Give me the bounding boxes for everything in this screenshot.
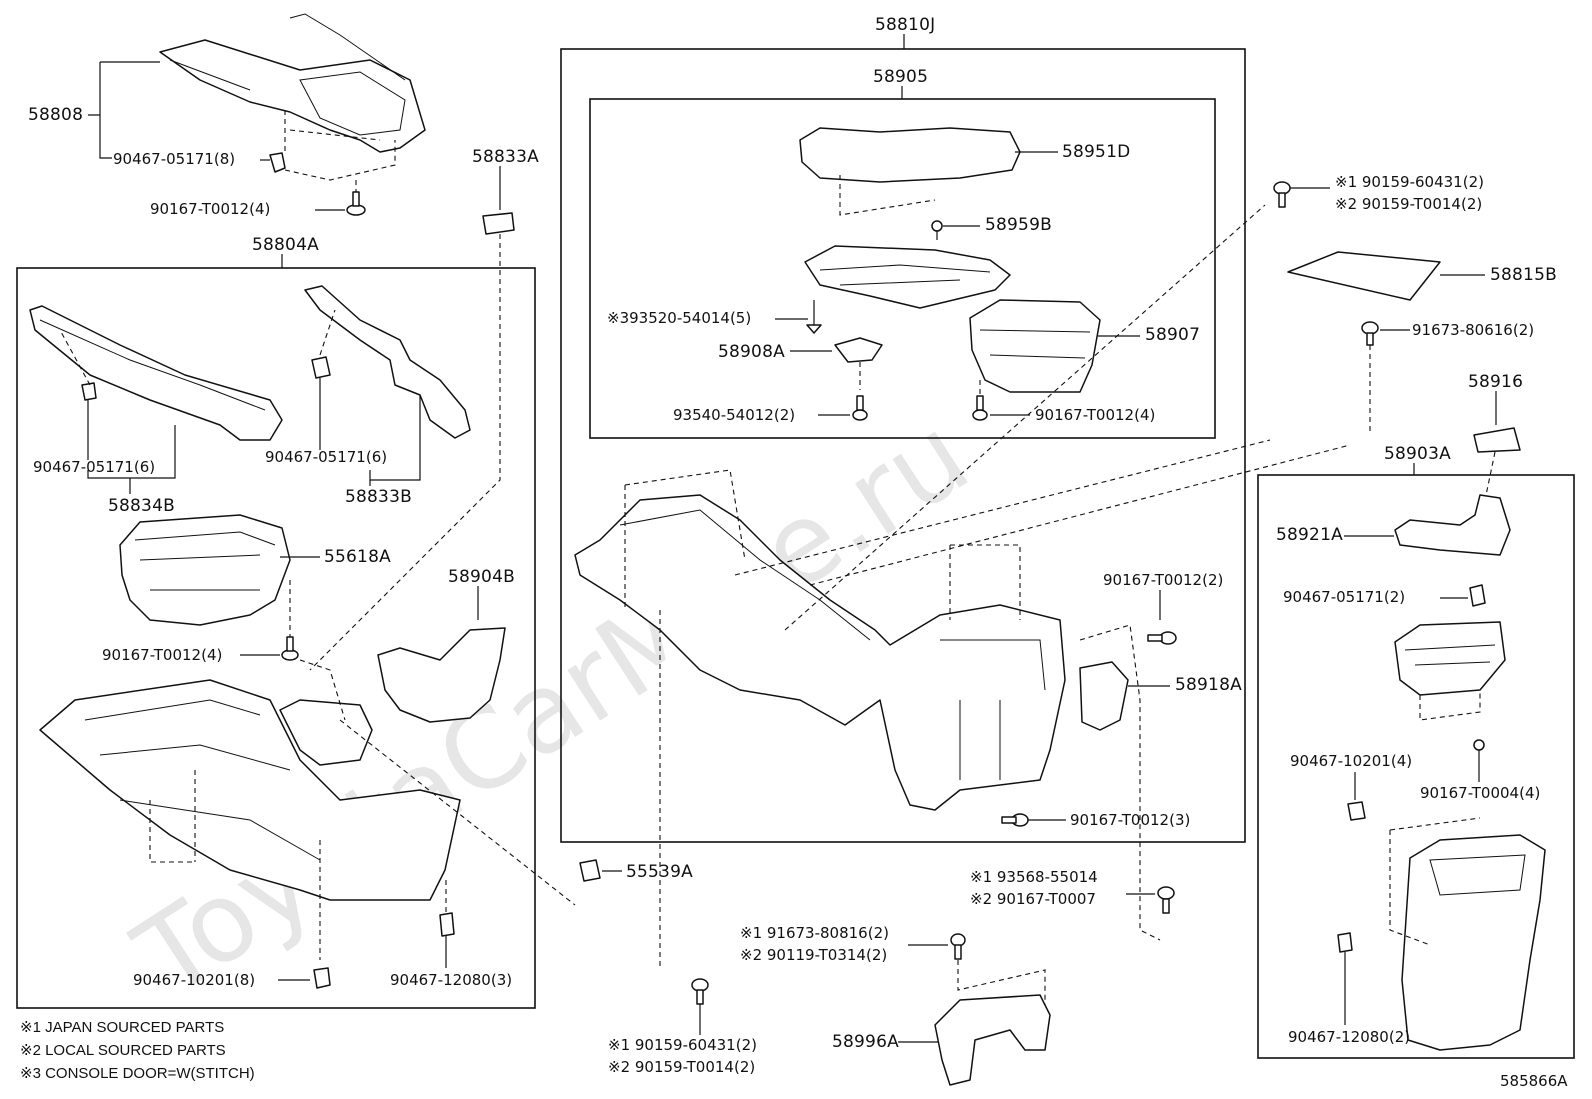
label-55618A-screw: 90167-T0012(4) [102, 646, 222, 664]
label-58951D: 58951D [1062, 142, 1130, 162]
screw-icon [1001, 813, 1029, 827]
box-insert [1394, 621, 1506, 696]
box-assy-55618A [119, 514, 291, 626]
label-90159-top-2: ※2 90159-T0014(2) [1335, 195, 1482, 213]
screw-icon [1273, 181, 1291, 208]
bracket-58996A [934, 994, 1051, 1086]
screw-icon [806, 300, 822, 334]
insert-58916 [1473, 427, 1521, 453]
armrest-pad-58951D [799, 127, 1021, 183]
group-frame-58903A [1257, 474, 1575, 1059]
mat-58904B [377, 627, 506, 723]
label-90467-10201-4: 90467-10201(4) [1290, 752, 1412, 770]
label-90467-10201-8: 90467-10201(8) [133, 971, 255, 989]
label-90119: ※2 90119-T0314(2) [740, 946, 887, 964]
label-90467-05171-2: 90467-05171(2) [1283, 588, 1405, 606]
base-plate [804, 245, 1011, 309]
label-90159-top-1: ※1 90159-60431(2) [1335, 173, 1484, 191]
label-90167-T0012-3: 90167-T0012(3) [1070, 811, 1190, 829]
console-body-58810J [574, 494, 1066, 811]
clip-icon [313, 967, 331, 989]
label-91673-80816: ※1 91673-80816(2) [740, 924, 889, 942]
label-93540: 93540-54012(2) [673, 406, 795, 424]
note-local-sourced: ※2 LOCAL SOURCED PARTS [20, 1042, 226, 1059]
group-title-58804A: 58804A [252, 235, 319, 255]
label-58833B: 58833B [345, 487, 412, 507]
screw-icon [1157, 886, 1175, 914]
label-58808-screw: 90167-T0012(4) [150, 200, 270, 218]
screw-icon [1147, 631, 1177, 645]
bracket-58908A [834, 337, 883, 363]
side-panel-58834B [29, 305, 283, 441]
label-58921A: 58921A [1276, 525, 1343, 545]
label-58918A: 58918A [1175, 675, 1242, 695]
screw-icon [852, 395, 868, 421]
lower-console-58804A [39, 679, 461, 901]
label-58904B: 58904B [448, 567, 515, 587]
clip-icon [1347, 801, 1366, 821]
clip-icon [269, 152, 286, 173]
group-frame-58804A [16, 267, 536, 1009]
screw-icon [931, 220, 943, 240]
clip-icon [1337, 932, 1353, 953]
screw-icon [972, 395, 988, 421]
label-58833B-clip: 90467-05171(6) [265, 448, 387, 466]
label-93520: ※393520-54014(5) [607, 309, 751, 327]
label-55539A: 55539A [626, 862, 693, 882]
side-panel-58833B [304, 285, 471, 439]
label-55618A: 55618A [324, 547, 391, 567]
screw-icon [346, 191, 366, 216]
clip-icon [81, 382, 97, 401]
upper-panel-58808 [159, 39, 426, 153]
screw-icon [1361, 321, 1379, 346]
label-58833A: 58833A [472, 147, 539, 167]
label-91673-80616: 91673-80616(2) [1412, 321, 1534, 339]
label-90167-T0004: 90167-T0004(4) [1420, 784, 1540, 802]
label-58808-clip: 90467-05171(8) [113, 150, 235, 168]
label-58834B-clip: 90467-05171(6) [33, 458, 155, 476]
switch-55539A [579, 859, 601, 882]
label-58908A: 58908A [718, 342, 785, 362]
trim-58921A [1394, 494, 1511, 556]
label-58959B: 58959B [985, 215, 1052, 235]
label-58815B: 58815B [1490, 265, 1557, 285]
group-title-58903A: 58903A [1384, 444, 1451, 464]
label-90167-T0012-4b: 90167-T0012(4) [1035, 406, 1155, 424]
note-console-door: ※3 CONSOLE DOOR=W(STITCH) [20, 1065, 255, 1082]
label-58907: 58907 [1145, 325, 1200, 345]
clip-icon [311, 356, 331, 379]
label-90467-12080-3: 90467-12080(3) [390, 971, 512, 989]
label-93568-1: ※1 93568-55014 [970, 868, 1098, 886]
label-58834B: 58834B [108, 496, 175, 516]
screw-icon [1473, 739, 1485, 765]
screw-icon [691, 978, 709, 1005]
label-58916: 58916 [1468, 372, 1523, 392]
clip-icon [1469, 584, 1486, 607]
screw-icon [281, 636, 299, 661]
figure-id: 585866A [1500, 1072, 1568, 1090]
screw-icon [950, 933, 966, 960]
mat-58815B [1287, 251, 1441, 301]
tray-insert [279, 699, 373, 766]
note-japan-sourced: ※1 JAPAN SOURCED PARTS [20, 1019, 224, 1036]
clip-icon [439, 912, 455, 937]
label-90467-12080-2: 90467-12080(2) [1288, 1028, 1410, 1046]
group-title-58810J: 58810J [875, 15, 935, 35]
label-90167-T0012-2: 90167-T0012(2) [1103, 571, 1223, 589]
label-58808: 58808 [28, 105, 83, 125]
label-90159-bottom-1: ※1 90159-60431(2) [608, 1036, 757, 1054]
label-58996A: 58996A [832, 1032, 899, 1052]
bracket-58918A [1079, 661, 1129, 731]
label-90159-bottom-2: ※2 90159-T0014(2) [608, 1058, 755, 1076]
group-frame-58810J [560, 48, 1246, 843]
group-title-58905: 58905 [873, 67, 928, 87]
cap-58833A [482, 212, 515, 235]
label-93568-2: ※2 90167-T0007 [970, 890, 1096, 908]
hinge-assy-58907 [969, 299, 1101, 393]
